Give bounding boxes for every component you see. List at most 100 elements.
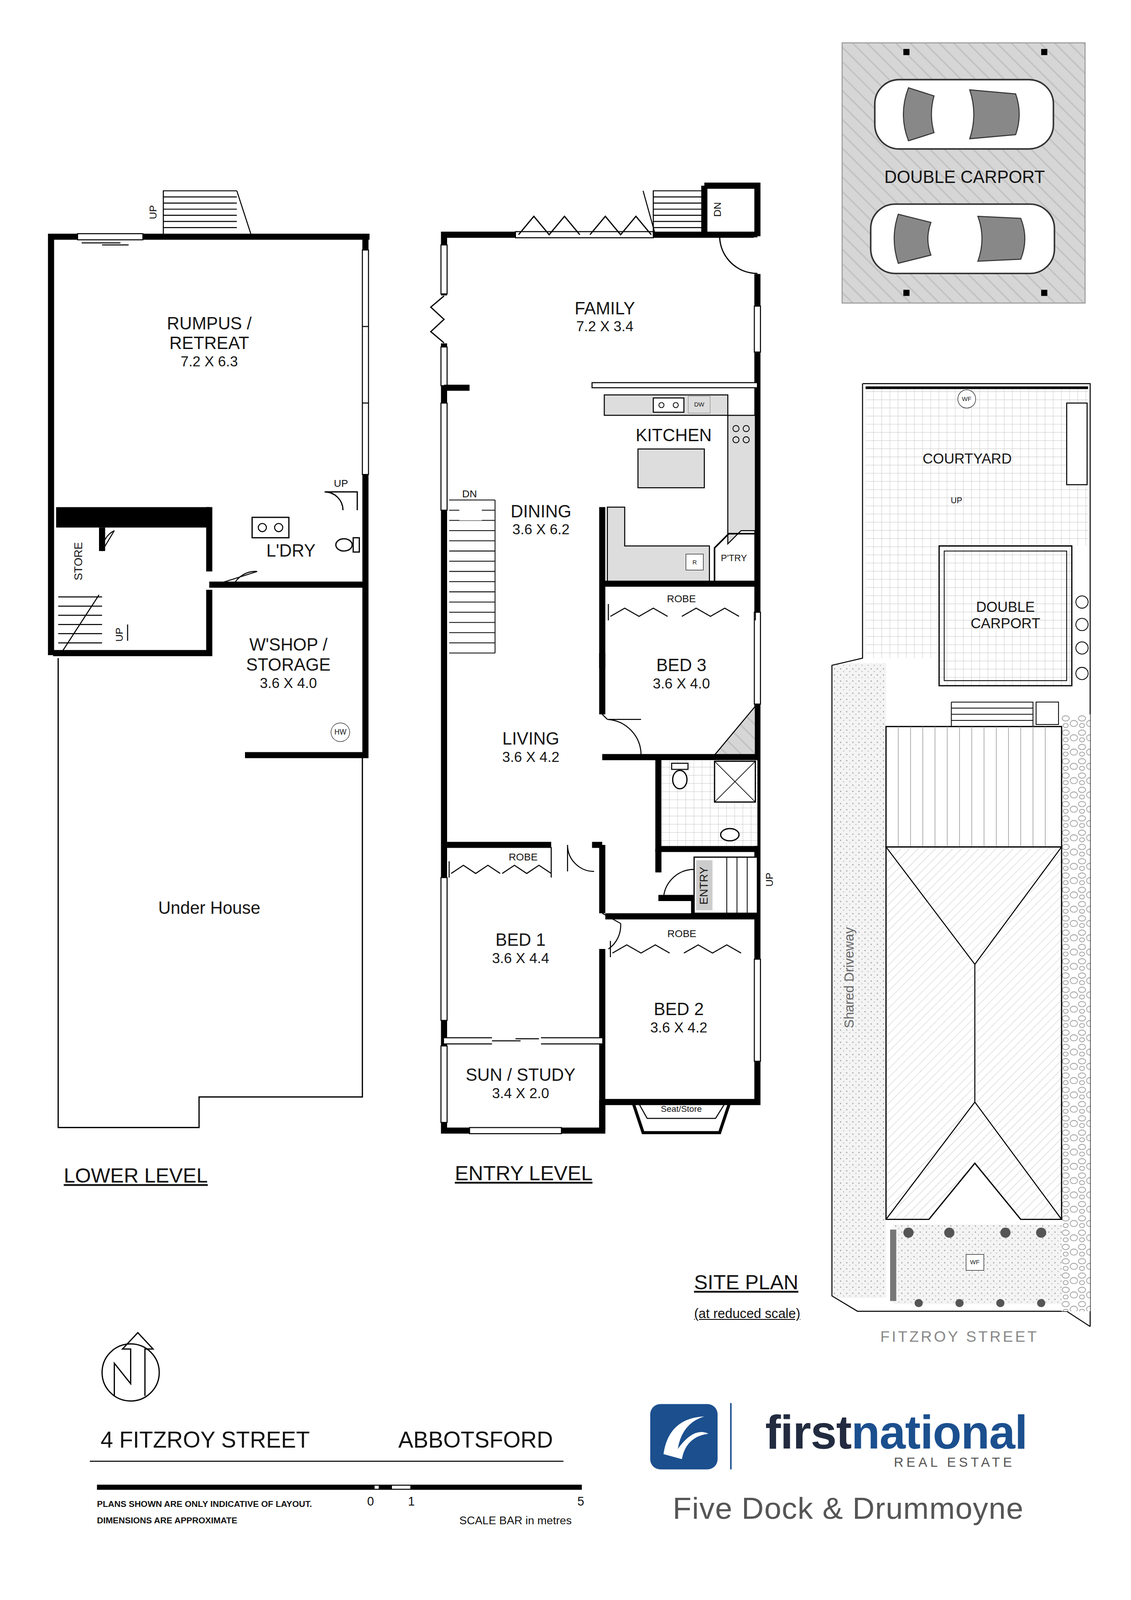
plan-linework bbox=[374, 1485, 379, 1490]
area-label: COURTYARD bbox=[882, 445, 1052, 473]
plan-linework bbox=[1075, 667, 1089, 680]
room-name: HW bbox=[334, 728, 347, 737]
room-label: FAMILY7.2 X 3.4 bbox=[530, 288, 679, 345]
plan-linework bbox=[602, 652, 758, 849]
plan-linework bbox=[865, 546, 938, 659]
room-name: L'DRY bbox=[266, 541, 316, 562]
plan-linework bbox=[102, 530, 115, 552]
plan-linework bbox=[441, 1046, 448, 1123]
plan-linework bbox=[663, 1416, 709, 1460]
plan-linework bbox=[754, 236, 761, 274]
plan-linework bbox=[605, 913, 758, 920]
plan-linework bbox=[865, 386, 1089, 390]
plan-linework bbox=[944, 551, 1067, 681]
plan-linework bbox=[650, 1404, 718, 1470]
plan-linework bbox=[865, 387, 1089, 547]
plan-linework bbox=[443, 1037, 603, 1044]
room-name: RUMPUS / RETREAT bbox=[147, 313, 271, 354]
room-name: DOUBLE CARPORT bbox=[884, 167, 1045, 188]
plan-linework bbox=[1075, 618, 1089, 631]
plan-linework bbox=[886, 846, 1062, 1220]
room-name: BED 1 bbox=[495, 930, 546, 951]
room-label: BED 23.6 X 4.2ROBESeat/Store bbox=[612, 990, 746, 1047]
title-block bbox=[89, 1332, 731, 1490]
room-label: L'DRY bbox=[244, 537, 337, 565]
carport-label: DOUBLE CARPORT bbox=[852, 161, 1077, 194]
plan-linework bbox=[893, 1224, 1062, 1304]
plan-linework bbox=[726, 857, 748, 914]
plan-label: PLANS SHOWN ARE ONLY INDICATIVE OF LAYOU… bbox=[97, 1499, 313, 1509]
room-name: R bbox=[692, 558, 698, 566]
carport-label: DOUBLE CARPORT bbox=[944, 589, 1067, 642]
carport-illustration bbox=[842, 42, 1085, 303]
plan-linework bbox=[443, 844, 603, 1131]
plan-linework bbox=[441, 185, 761, 1131]
plan-linework bbox=[754, 306, 761, 353]
brand-logo-text: first bbox=[765, 1407, 852, 1459]
robe-label: ROBE bbox=[448, 848, 597, 867]
plan-linework bbox=[77, 233, 143, 240]
plan-linework bbox=[441, 877, 448, 1021]
plan-linework bbox=[252, 517, 290, 538]
plan-linework bbox=[996, 1298, 1005, 1308]
plan-linework bbox=[658, 849, 694, 917]
plan-linework bbox=[47, 233, 370, 757]
room-label: RUMPUS / RETREAT7.2 X 6.3 bbox=[102, 296, 317, 388]
room-label: STORE bbox=[61, 530, 96, 592]
room-name: WF bbox=[961, 395, 972, 403]
plan-linework bbox=[729, 1402, 732, 1470]
room-label: SUN / STUDY3.4 X 2.0 bbox=[454, 1042, 588, 1125]
plan-linework bbox=[870, 203, 1055, 274]
plan-label: DN bbox=[462, 488, 477, 500]
plan-linework bbox=[894, 214, 1025, 264]
plan-label: UP bbox=[764, 872, 776, 887]
plan-label: 0 bbox=[367, 1495, 375, 1510]
site-plan-illustration bbox=[831, 383, 1090, 1327]
plan-linework bbox=[831, 663, 887, 1298]
room-name: STORE bbox=[72, 542, 85, 581]
plan-label: SCALE BAR in metres bbox=[459, 1514, 572, 1527]
room-name: ROBE bbox=[667, 927, 697, 940]
plan-label: UP bbox=[333, 478, 349, 490]
room-label: DINING3.6 X 6.2 bbox=[479, 491, 603, 548]
room-name: Seat/Store bbox=[661, 1104, 703, 1115]
plan-linework bbox=[58, 658, 363, 1128]
plan-linework bbox=[459, 508, 482, 521]
plan-linework bbox=[441, 402, 448, 511]
plan-linework bbox=[720, 828, 740, 841]
plan-linework bbox=[610, 940, 756, 958]
plan-linework bbox=[592, 382, 758, 388]
room-label: W'SHOP / STORAGE3.6 X 4.0HW bbox=[214, 617, 363, 709]
plan-label: Shared Driveway bbox=[841, 927, 857, 1028]
plan-linework bbox=[1000, 1227, 1011, 1238]
plan-linework bbox=[714, 761, 756, 803]
plan-linework bbox=[607, 507, 710, 582]
plan-linework bbox=[163, 190, 251, 237]
plan-linework bbox=[274, 523, 283, 532]
brand-logo-text: national bbox=[851, 1407, 1028, 1459]
plan-linework bbox=[448, 846, 552, 878]
plan-linework bbox=[886, 846, 1062, 1220]
plan-linework bbox=[127, 624, 129, 642]
plan-label: DN bbox=[712, 201, 724, 217]
plan-linework bbox=[209, 571, 258, 587]
plan-linework bbox=[97, 1484, 583, 1490]
plan-label: DIMENSIONS ARE APPROXIMATE bbox=[97, 1515, 238, 1526]
plan-linework bbox=[353, 537, 360, 553]
room-dimensions: 3.6 X 4.0 bbox=[259, 675, 317, 692]
room-name: DINING bbox=[510, 501, 572, 522]
plan-linework bbox=[1041, 48, 1048, 55]
plan-linework bbox=[890, 1229, 897, 1302]
area-label: Under House bbox=[112, 889, 307, 927]
plan-linework bbox=[693, 857, 758, 914]
plan-linework bbox=[448, 500, 496, 653]
plan-linework bbox=[672, 770, 687, 789]
fixture-symbol: DW bbox=[687, 396, 711, 414]
room-label: ENTRY bbox=[693, 859, 715, 913]
plan-linework bbox=[632, 1102, 730, 1133]
plan-linework bbox=[719, 236, 758, 274]
plan-linework bbox=[903, 48, 910, 55]
plan-linework bbox=[443, 1037, 603, 1044]
robe-label: ROBE bbox=[610, 924, 754, 943]
room-label: BED 33.6 X 4.0ROBE bbox=[612, 646, 751, 703]
